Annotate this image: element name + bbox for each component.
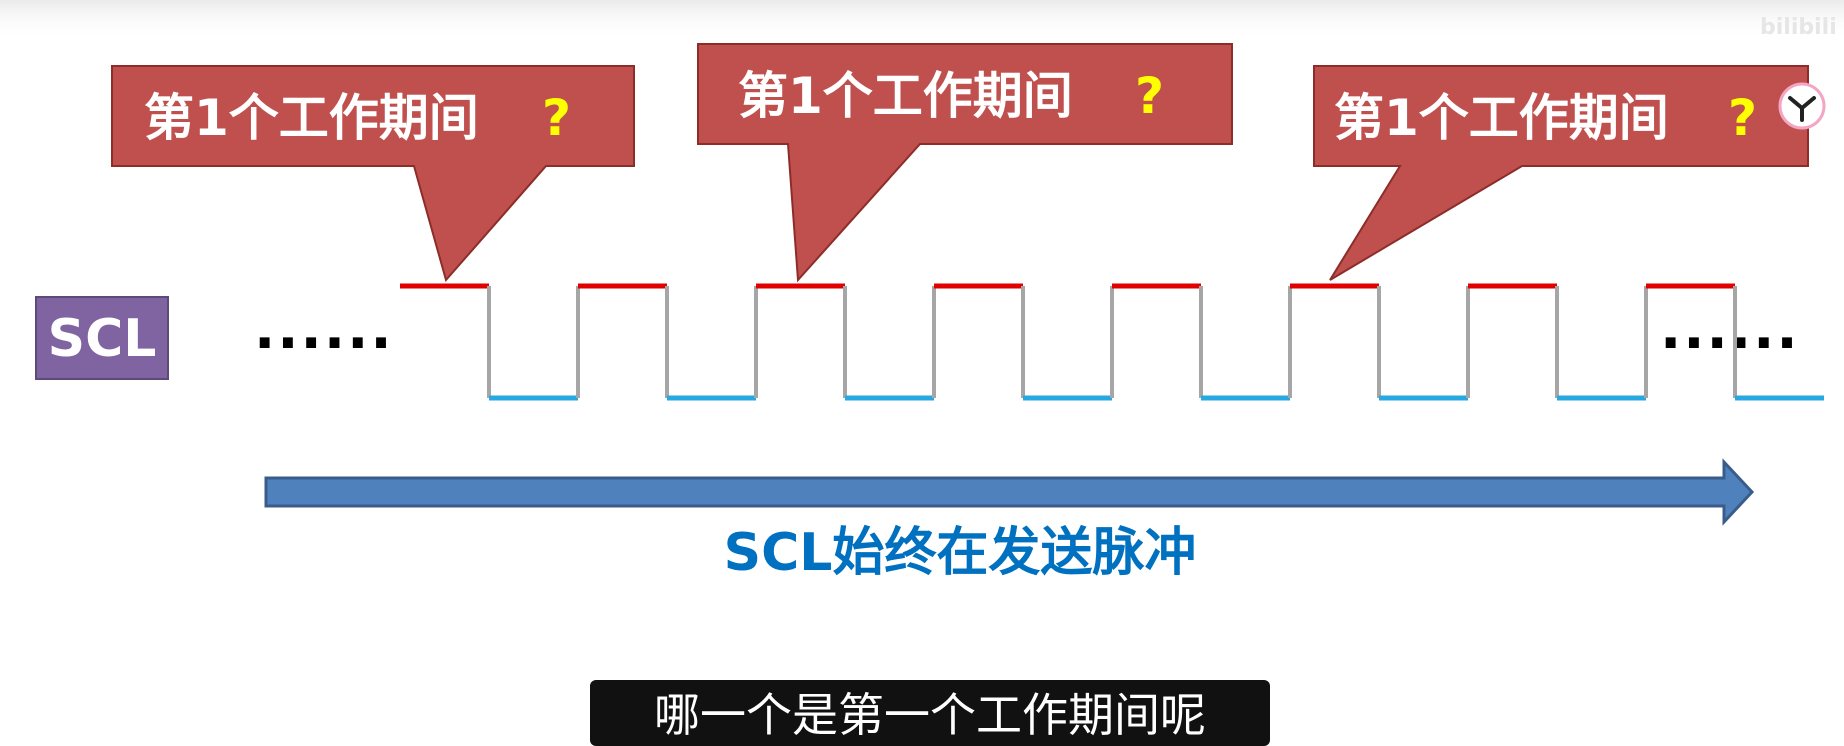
callout-2-shape [697, 43, 1233, 283]
callout-3-text: 第1个工作期间 [1334, 89, 1669, 147]
scl-label-bg [35, 296, 169, 380]
callout-1-shape [111, 65, 635, 283]
scl-label-text: SCL [48, 309, 157, 369]
app-badge-icon[interactable] [1778, 82, 1826, 130]
scl-label-box: SCL [35, 296, 169, 380]
pulse-arrow-shape [264, 458, 1755, 526]
pulse-arrow [264, 458, 1755, 526]
callout-1-text: 第1个工作期间 [144, 89, 479, 147]
left-ellipsis: ...... [254, 297, 394, 362]
arrow-label: SCL始终在发送脉冲 [724, 523, 1197, 583]
callout-2: 第1个工作期间 ? [697, 43, 1233, 283]
callout-3: 第1个工作期间 ? [1313, 65, 1809, 281]
callout-1-question: ? [542, 89, 571, 147]
callout-3-question: ? [1728, 89, 1757, 147]
callout-1: 第1个工作期间 ? [111, 65, 635, 283]
top-fade-band [0, 0, 1844, 40]
subtitle-bg [590, 680, 1270, 746]
callout-2-text: 第1个工作期间 [738, 67, 1073, 125]
watermark-text: bilibili [1760, 15, 1837, 40]
scl-waveform [400, 283, 1824, 401]
right-ellipsis: ...... [1660, 297, 1800, 362]
callout-2-question: ? [1135, 67, 1164, 125]
subtitle-text: 哪一个是第一个工作期间呢 [654, 688, 1206, 742]
subtitle-caption: 哪一个是第一个工作期间呢 [590, 680, 1270, 746]
callout-3-shape [1313, 65, 1809, 281]
